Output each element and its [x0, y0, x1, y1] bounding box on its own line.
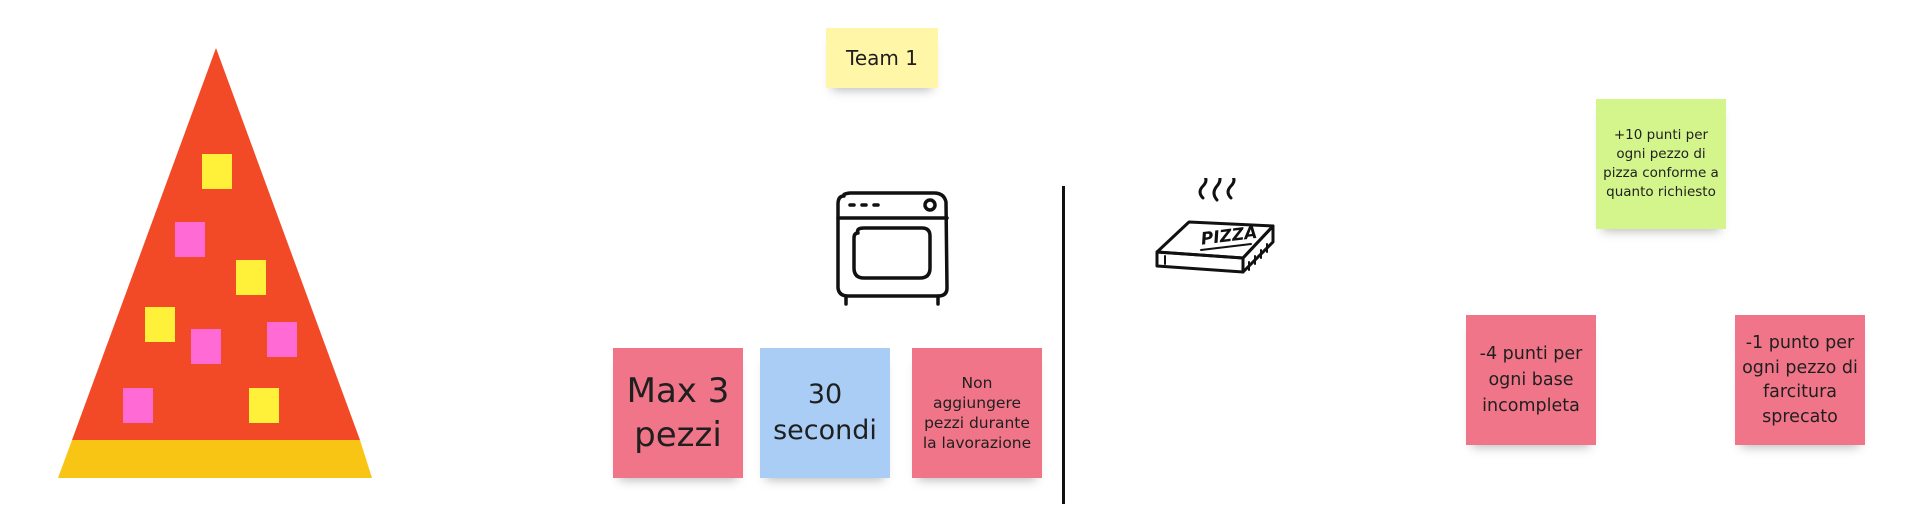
pizza-box-label: PIZZA — [1200, 223, 1259, 250]
max-pieces-text: Max 3 pezzi — [626, 370, 730, 455]
topping-pink[interactable] — [191, 329, 221, 364]
minus-four-points-sticky-note[interactable]: -4 punti per ogni base incompleta — [1466, 315, 1596, 445]
plus-points-sticky-note[interactable]: +10 punti per ogni pezzo di pizza confor… — [1596, 99, 1726, 229]
team-sticky-note[interactable]: Team 1 — [826, 28, 938, 88]
team-note-text: Team 1 — [846, 45, 918, 70]
topping-pink[interactable] — [175, 222, 205, 257]
pizza-box-icon[interactable]: PIZZA — [1151, 170, 1281, 288]
divider-line — [1062, 186, 1065, 504]
topping-yellow[interactable] — [236, 260, 266, 295]
minus-one-point-sticky-note[interactable]: -1 punto per ogni pezzo di farcitura spr… — [1735, 315, 1865, 445]
oven-icon[interactable] — [830, 188, 954, 312]
topping-yellow[interactable] — [202, 154, 232, 189]
max-pieces-sticky-note[interactable]: Max 3 pezzi — [613, 348, 743, 478]
topping-yellow[interactable] — [249, 388, 279, 423]
time-sticky-note[interactable]: 30 secondi — [760, 348, 890, 478]
pizza-slice-shape — [58, 48, 372, 478]
pizza-slice-icon[interactable] — [58, 48, 372, 478]
minus-four-points-text: -4 punti per ogni base incompleta — [1479, 343, 1583, 417]
minus-one-point-text: -1 punto per ogni pezzo di farcitura spr… — [1742, 333, 1858, 427]
topping-pink[interactable] — [267, 322, 297, 357]
no-add-text: Non aggiungere pezzi durante la lavorazi… — [922, 373, 1032, 453]
topping-pink[interactable] — [123, 388, 153, 423]
no-add-sticky-note[interactable]: Non aggiungere pezzi durante la lavorazi… — [912, 348, 1042, 478]
time-text: 30 secondi — [773, 378, 877, 446]
plus-points-text: +10 punti per ogni pezzo di pizza confor… — [1603, 127, 1719, 200]
topping-yellow[interactable] — [145, 307, 175, 342]
